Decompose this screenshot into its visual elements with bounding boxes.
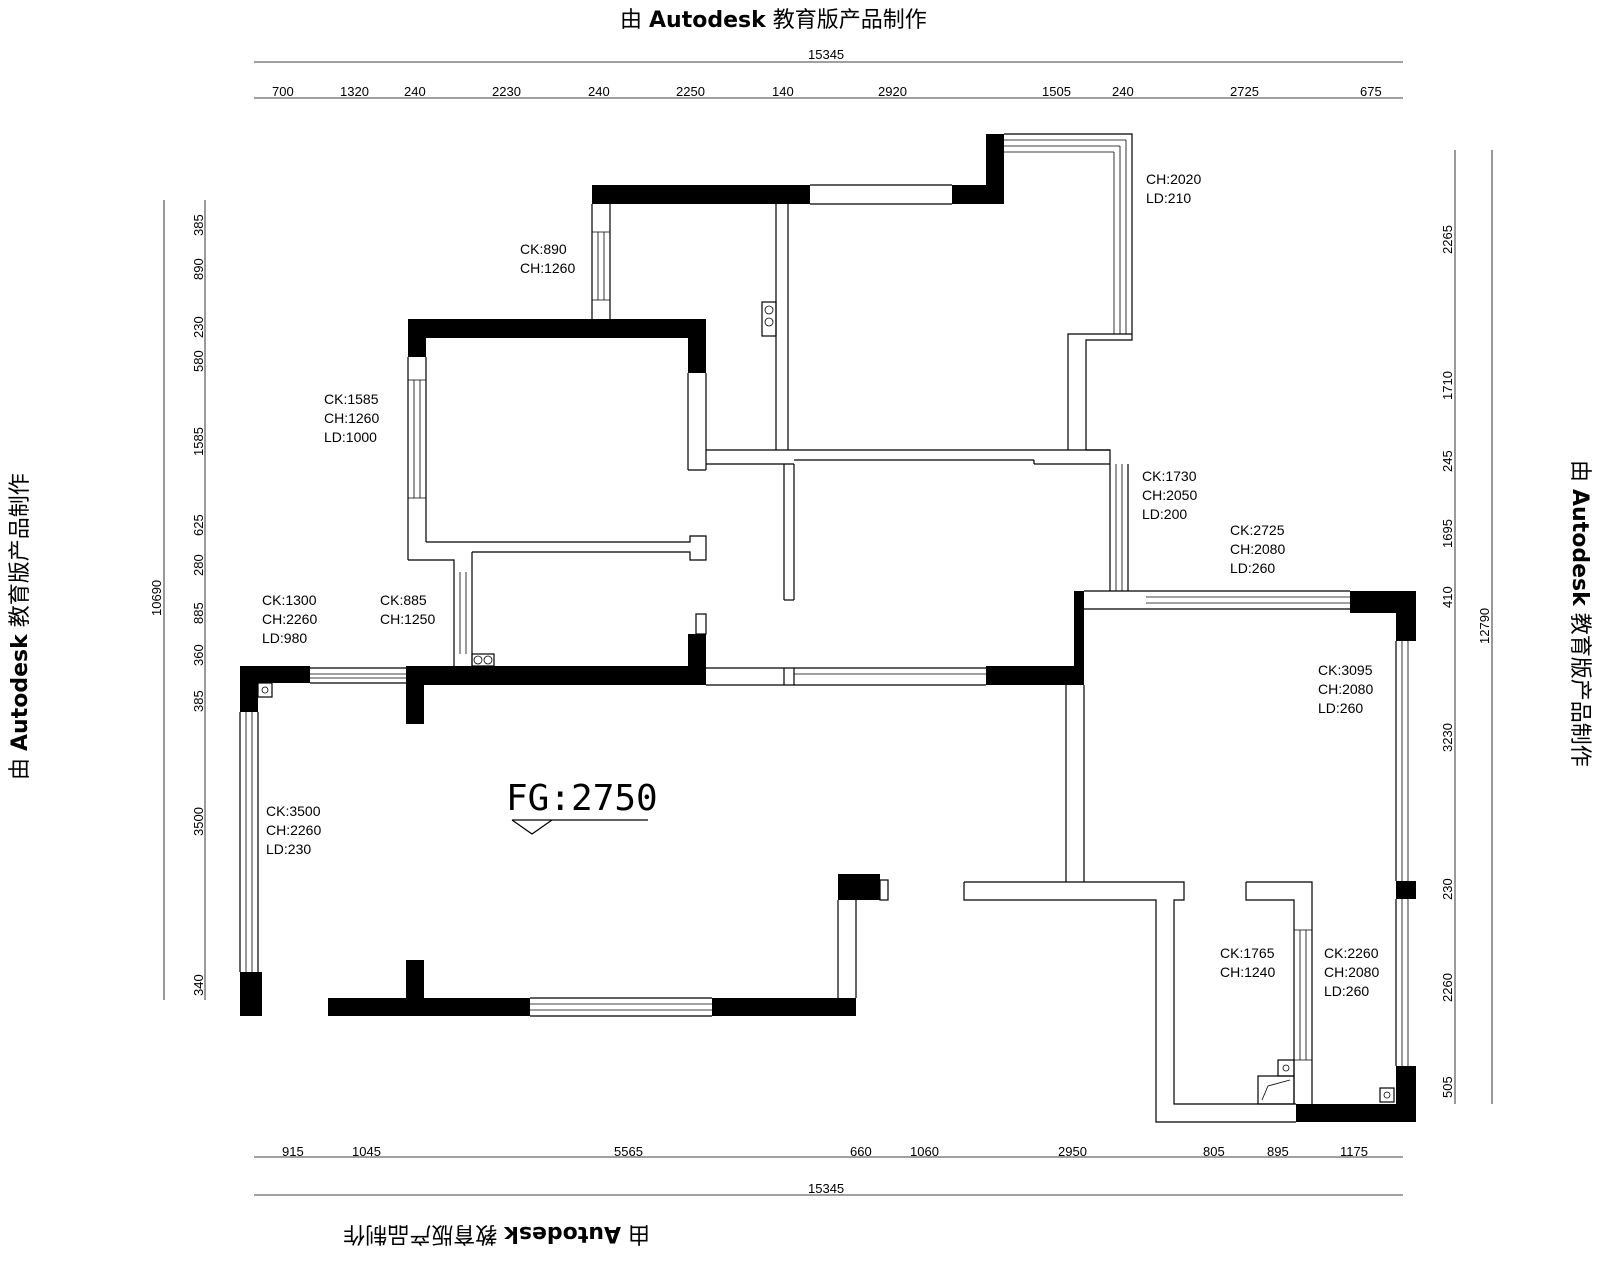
window-labels: CK:890 CH:1260 CH:2020 LD:210 CK:1585 CH… [262,171,1379,999]
label-left-room-2: CH:1260 [324,410,379,426]
top-dim-total: 15345 [808,47,844,62]
left-dimension-segments: 385 890 230 580 1585 625 280 885 360 385… [149,214,206,996]
right-dim-2: 1710 [1440,371,1455,400]
left-dim-2: 890 [191,258,206,280]
floor-height-marker: FG:2750 [506,778,658,835]
label-living-left-top-2: CH:2260 [262,611,317,627]
label-right-lower-1: CK:2260 [1324,945,1379,961]
left-dim-7: 280 [191,554,206,576]
label-left-room-3: LD:1000 [324,429,377,445]
right-dim-6: 3230 [1440,723,1455,752]
label-small-mid-2: CH:1250 [380,611,435,627]
bottom-dim-total: 15345 [808,1181,844,1196]
right-dimension-segments: 2265 1710 245 1695 410 3230 230 2260 505… [1440,225,1492,1098]
left-dim-4: 580 [191,350,206,372]
label-inner-small-2: CH:1240 [1220,964,1275,980]
top-dim-9: 1505 [1042,84,1071,99]
top-dim-1: 700 [272,84,294,99]
right-dim-4: 1695 [1440,519,1455,548]
top-dim-6: 2250 [676,84,705,99]
bottom-dimension-segments: 915 1045 5565 660 1060 2950 805 895 1175… [282,1144,1368,1196]
walls [240,134,1416,1122]
left-dim-6: 625 [191,514,206,536]
left-dim-1: 385 [191,214,206,236]
label-mid-right-1: CK:1730 [1142,468,1197,484]
label-right-side-1: CK:3095 [1318,662,1373,678]
bottom-dim-1: 915 [282,1144,304,1159]
bottom-dim-3: 5565 [614,1144,643,1159]
bottom-dim-7: 805 [1203,1144,1225,1159]
left-dim-9: 360 [191,644,206,666]
label-inner-small-1: CK:1765 [1220,945,1275,961]
top-dim-7: 140 [772,84,794,99]
top-dim-5: 240 [588,84,610,99]
bottom-dim-8: 895 [1267,1144,1289,1159]
right-dim-total: 12790 [1477,608,1492,644]
right-dim-3: 245 [1440,450,1455,472]
top-dim-12: 675 [1360,84,1382,99]
label-living-left-top-1: CK:1300 [262,592,317,608]
top-dim-4: 2230 [492,84,521,99]
label-mid-right-3: LD:200 [1142,506,1187,522]
label-living-left-3: LD:230 [266,841,311,857]
label-living-left-top-3: LD:980 [262,630,307,646]
top-dim-3: 240 [404,84,426,99]
label-top-small-1: CK:890 [520,241,567,257]
bottom-dim-5: 1060 [910,1144,939,1159]
right-dim-8: 2260 [1440,973,1455,1002]
label-right-lower-2: CH:2080 [1324,964,1379,980]
wall-outlines [239,133,1409,1123]
label-right-top-2: CH:2080 [1230,541,1285,557]
label-living-left-1: CK:3500 [266,803,321,819]
top-dim-2: 1320 [340,84,369,99]
left-dim-3: 230 [191,316,206,338]
label-mid-right-2: CH:2050 [1142,487,1197,503]
top-dimension-segments: 700 1320 240 2230 240 2250 140 2920 1505… [272,47,1382,99]
bottom-dim-2: 1045 [352,1144,381,1159]
bottom-dim-6: 2950 [1058,1144,1087,1159]
bottom-dim-4: 660 [850,1144,872,1159]
dimension-lines [163,61,1493,1196]
label-top-right-2: LD:210 [1146,190,1191,206]
left-dim-5: 1585 [191,427,206,456]
watermark-top: 由 Autodesk 教育版产品制作 [620,8,927,33]
label-right-side-3: LD:260 [1318,700,1363,716]
label-right-side-2: CH:2080 [1318,681,1373,697]
label-right-top-3: LD:260 [1230,560,1275,576]
label-left-room-1: CK:1585 [324,391,379,407]
label-small-mid-1: CK:885 [380,592,427,608]
label-right-lower-3: LD:260 [1324,983,1369,999]
left-dim-8: 885 [191,602,206,624]
label-living-left-2: CH:2260 [266,822,321,838]
top-dim-10: 240 [1112,84,1134,99]
label-top-right-1: CH:2020 [1146,171,1201,187]
right-dim-9: 505 [1440,1076,1455,1098]
bottom-dim-9: 1175 [1340,1144,1368,1159]
left-dim-10: 385 [191,690,206,712]
label-right-top-1: CK:2725 [1230,522,1285,538]
right-dim-7: 230 [1440,878,1455,900]
right-dim-5: 410 [1440,586,1455,608]
left-dim-total: 10690 [149,580,164,616]
left-dim-11: 3500 [191,807,206,836]
floor-height-label: FG:2750 [506,778,658,819]
top-dim-8: 2920 [878,84,907,99]
right-dim-1: 2265 [1440,225,1455,254]
top-dim-11: 2725 [1230,84,1259,99]
left-dim-12: 340 [191,974,206,996]
label-top-small-2: CH:1260 [520,260,575,276]
